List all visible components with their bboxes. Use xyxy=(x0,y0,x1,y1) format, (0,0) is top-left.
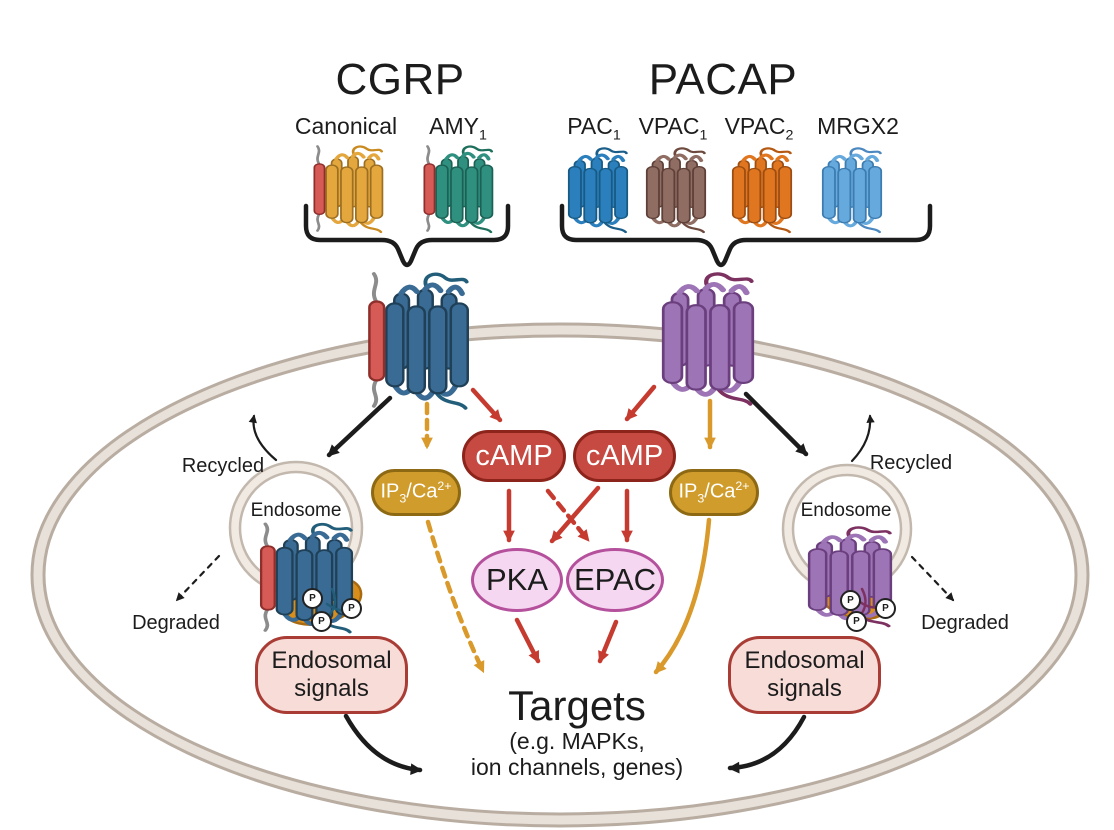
receptor-cgrp-membrane xyxy=(366,264,470,410)
phospho-circle: P xyxy=(302,588,323,609)
endosome-label-right: Endosome xyxy=(800,500,892,521)
receptor-mrgx2 xyxy=(821,142,883,234)
pacap-title: PACAP xyxy=(648,55,798,104)
arrow-cgrp-to-endosome xyxy=(326,395,393,458)
arrow-pka-to-targets xyxy=(514,617,541,664)
arrow-epac-to-targets xyxy=(597,619,619,664)
receptor-cgrp-endosome xyxy=(258,516,354,634)
arrow-recycled-left xyxy=(248,414,278,462)
cell-membrane xyxy=(30,322,1090,828)
arrow-recycled-right xyxy=(850,414,875,463)
brace-cgrp xyxy=(303,203,511,268)
arrow-ip3L-to-targets xyxy=(425,519,486,674)
label-canonical: Canonical xyxy=(294,113,398,139)
degraded-label-right: Degraded xyxy=(921,612,1009,634)
phospho-circle: P xyxy=(846,611,867,632)
arrow-degraded-right xyxy=(910,555,955,602)
arrow-endosomal-left-to-targets xyxy=(343,713,423,775)
targets-title: Targets xyxy=(508,682,646,729)
label-vpac2: VPAC2 xyxy=(724,113,794,144)
label-pac1: PAC1 xyxy=(567,113,621,144)
arrow-ip3R-to-targets xyxy=(653,517,712,675)
targets-block: Targets (e.g. MAPKs, ion channels, genes… xyxy=(437,682,717,781)
phospho-circle: P xyxy=(341,598,362,619)
arrow-campR-to-pka xyxy=(549,485,601,544)
cgrp-title: CGRP xyxy=(335,55,465,104)
camp-box-left: cAMP xyxy=(462,430,566,482)
label-amy1: AMY1 xyxy=(429,113,487,144)
receptor-canonical xyxy=(312,140,384,234)
arrow-cgrp-to-camp xyxy=(470,387,503,423)
camp-box-right: cAMP xyxy=(573,430,676,482)
arrow-endosomal-right-to-targets xyxy=(727,714,807,774)
arrow-pacap-to-camp xyxy=(624,384,657,422)
recycled-label-left: Recycled xyxy=(181,455,265,477)
pka-node: PKA xyxy=(471,548,563,612)
label-vpac1: VPAC1 xyxy=(638,113,708,144)
brace-pacap xyxy=(559,203,933,268)
phospho-circle: P xyxy=(311,611,332,632)
ip3-ca-box-left: IP3/Ca2+ xyxy=(371,469,461,516)
phospho-circle: P xyxy=(840,590,861,611)
endosome-label-left: Endosome xyxy=(250,500,342,521)
arrow-pacap-to-endosome xyxy=(743,391,809,457)
recycled-label-right: Recycled xyxy=(869,452,953,474)
ip3-ca-box-right: IP3/Ca2+ xyxy=(669,469,759,516)
label-mrgx2: MRGX2 xyxy=(817,113,899,139)
degraded-label-left: Degraded xyxy=(132,612,220,634)
receptor-vpac1 xyxy=(645,142,707,234)
arrow-degraded-left xyxy=(175,554,221,602)
arrow-campL-to-epac xyxy=(545,488,591,543)
targets-examples-1: (e.g. MAPKs, xyxy=(509,728,645,755)
targets-examples-2: ion channels, genes) xyxy=(470,754,684,781)
receptor-vpac2 xyxy=(731,142,793,234)
epac-node: EPAC xyxy=(566,548,664,612)
receptor-pac1 xyxy=(567,142,629,234)
receptor-pacap-membrane xyxy=(661,264,755,406)
receptor-amy1 xyxy=(422,140,494,234)
phospho-circle: P xyxy=(875,598,896,619)
